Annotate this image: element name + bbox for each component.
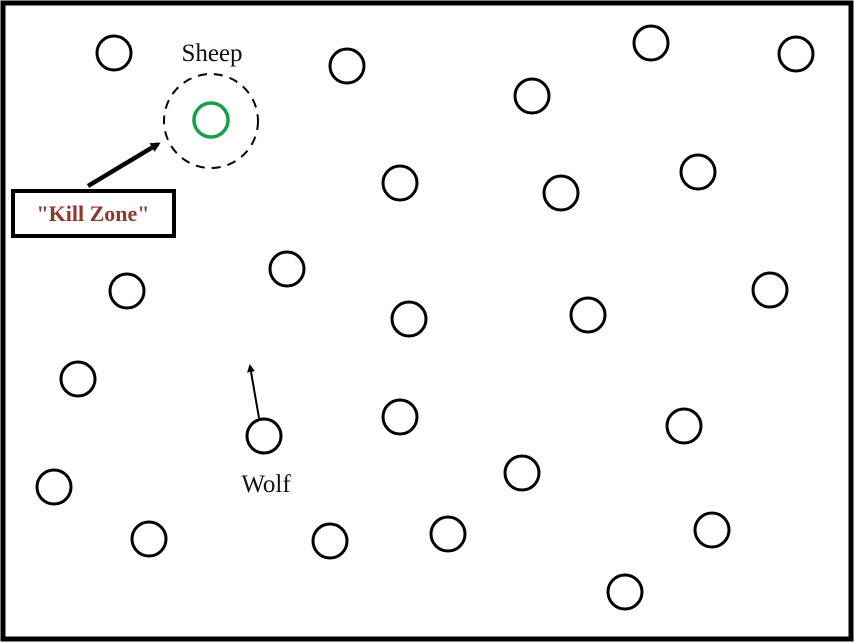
agent-circle [503,454,541,492]
wolf-agent [245,417,283,455]
agent-circle [328,47,366,85]
agent-circle [751,271,789,309]
wolf-heading-arrow [247,364,260,419]
agent-circle [569,296,607,334]
agent-circle [679,153,717,191]
agent-circle [95,34,133,72]
agent-circle [665,407,703,445]
agent-circle [381,398,419,436]
agent-group [35,24,815,611]
agent-circle [513,77,551,115]
sheep-label: Sheep [181,40,242,67]
wolf-label: Wolf [241,471,291,498]
kill-zone-label: "Kill Zone" [36,201,149,226]
agent-circle [390,300,428,338]
agent-circle [35,468,73,506]
agent-circle [108,272,146,310]
agent-circle [777,35,815,73]
agent-circle [693,511,731,549]
kill-zone-callout-box [11,189,176,238]
kill-zone-pointer-arrow [86,142,161,188]
agent-circle [381,164,419,202]
sheep-agent [192,101,230,139]
agent-circle [606,573,644,611]
agent-circle [429,515,467,553]
agent-circle [59,360,97,398]
agent-circle [311,522,349,560]
kill-zone-ring [163,73,259,169]
agent-circle [268,250,306,288]
agent-circle [542,174,580,212]
agent-circle [130,520,168,558]
agent-circle [632,24,670,62]
